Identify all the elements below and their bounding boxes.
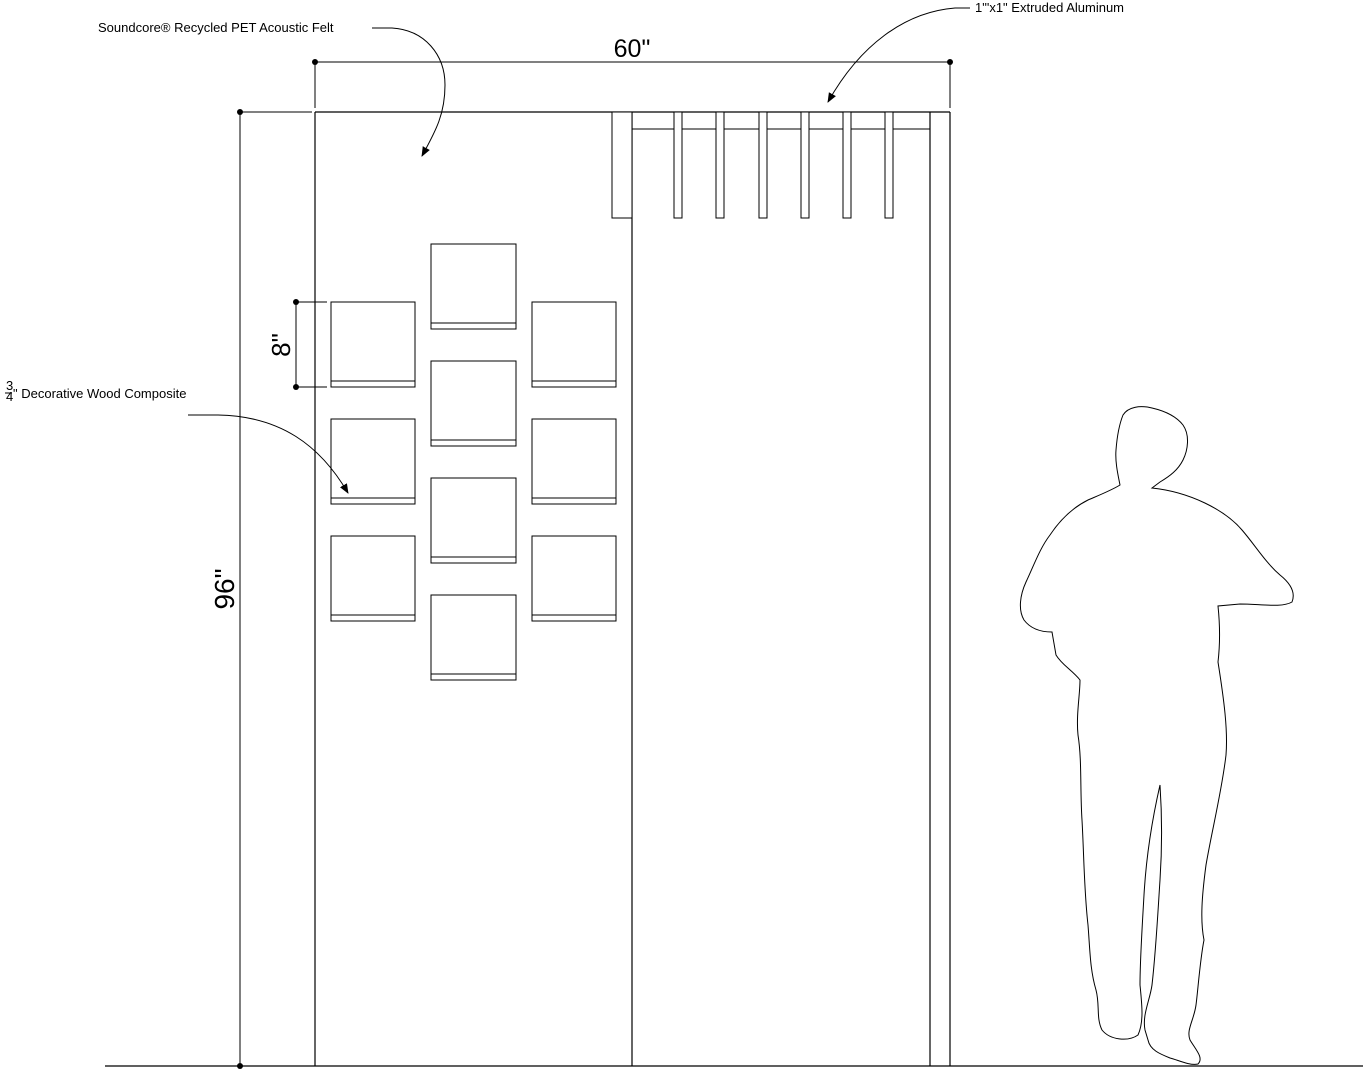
wood-panel: [330, 301, 416, 388]
felt-callout: Soundcore® Recycled PET Acoustic Felt: [98, 20, 446, 157]
width-label: 60": [614, 35, 651, 63]
height-label: 96": [209, 568, 240, 609]
aluminum-slat-assembly: [611, 111, 930, 219]
wood-fraction-denominator: 4: [6, 389, 13, 404]
panel-size-label: 8": [266, 333, 296, 357]
aluminum-callout-label: 1"'x1" Extruded Aluminum: [975, 0, 1124, 15]
wood-panel: [531, 418, 617, 505]
wood-callout-label: " Decorative Wood Composite: [13, 386, 186, 401]
human-silhouette: [1019, 406, 1294, 1065]
height-dimension: 96": [209, 109, 312, 1069]
wood-panel: [430, 477, 517, 564]
aluminum-callout: 1"'x1" Extruded Aluminum: [827, 0, 1124, 103]
panel-dimension: 8": [266, 299, 327, 390]
wood-panel: [430, 243, 517, 330]
felt-callout-label: Soundcore® Recycled PET Acoustic Felt: [98, 20, 334, 35]
wood-panel: [531, 301, 617, 388]
wood-callout: 3 4 " Decorative Wood Composite: [5, 378, 349, 494]
width-dimension: 60": [312, 35, 953, 108]
wood-panel: [430, 594, 517, 681]
wood-panel: [430, 360, 517, 447]
wood-panel: [330, 418, 416, 505]
wood-panel: [330, 535, 416, 622]
wood-fraction-numerator: 3: [6, 378, 13, 393]
wood-panel: [531, 535, 617, 622]
